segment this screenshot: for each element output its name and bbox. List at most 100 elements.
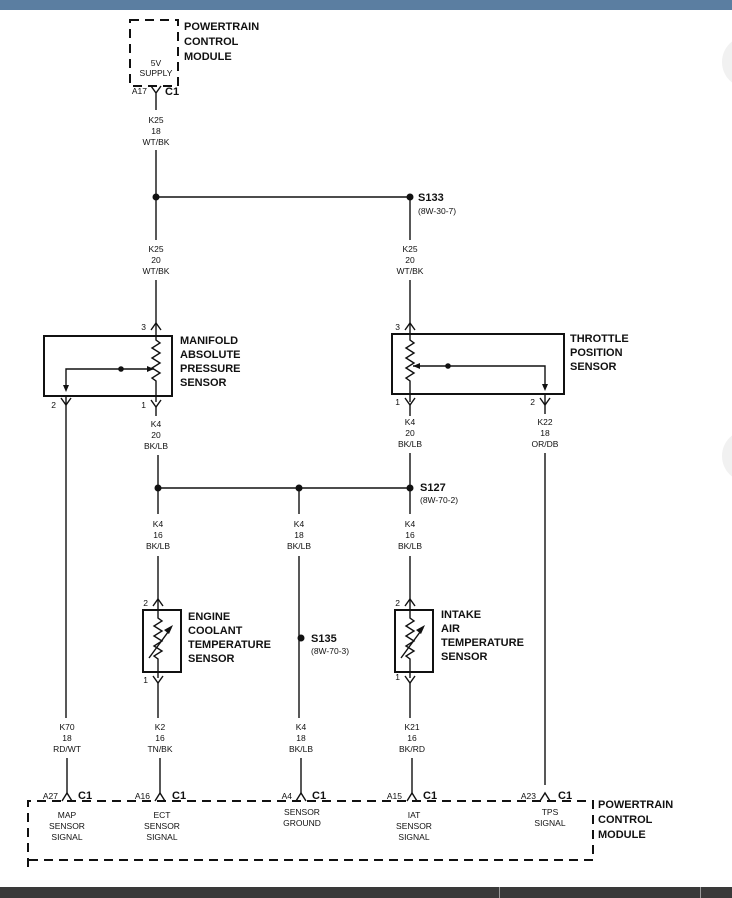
svg-text:K4: K4: [405, 519, 416, 529]
splice-s135-ref: (8W-70-3): [311, 646, 349, 656]
wire-label-k4-pcm: K4 18 BK/LB: [289, 722, 313, 754]
svg-text:BK/LB: BK/LB: [146, 541, 170, 551]
svg-text:SIGNAL: SIGNAL: [534, 818, 565, 828]
splice-s127-ref: (8W-70-2): [420, 495, 458, 505]
iat-sensor: 2 INTAKE AIR TEMPERATURE SENSOR 1: [394, 597, 524, 685]
wire-label-k4-mid: K4 18 BK/LB: [287, 519, 311, 551]
window-top-bar: [0, 0, 732, 10]
svg-text:18: 18: [294, 530, 304, 540]
svg-text:16: 16: [153, 530, 163, 540]
svg-text:ECT: ECT: [154, 810, 171, 820]
svg-text:18: 18: [62, 733, 72, 743]
svg-text:A4: A4: [282, 791, 293, 801]
wire-label-k21: K21 16 BK/RD: [399, 722, 425, 754]
svg-text:TN/BK: TN/BK: [147, 744, 172, 754]
svg-text:WT/BK: WT/BK: [143, 137, 170, 147]
connector-symbol: [150, 85, 162, 100]
junction-dot: [445, 363, 451, 369]
svg-text:18: 18: [296, 733, 306, 743]
svg-text:C1: C1: [558, 790, 572, 802]
wire-label-k70: K70 18 RD/WT: [53, 722, 81, 754]
connector-symbol: [539, 394, 551, 407]
wiper-arrowhead: [413, 363, 420, 369]
thermistor-arrowhead: [164, 625, 173, 634]
svg-text:18: 18: [540, 428, 550, 438]
tps-sensor-name-line: POSITION: [570, 347, 623, 359]
pcm-bottom-title-line: POWERTRAIN: [598, 799, 673, 811]
pcm-pin-a23: A23 C1 TPS SIGNAL: [521, 790, 572, 828]
svg-text:C1: C1: [312, 790, 326, 802]
svg-text:WT/BK: WT/BK: [397, 266, 424, 276]
svg-text:SIGNAL: SIGNAL: [51, 832, 82, 842]
iat-pin-1: 1: [395, 672, 400, 682]
wire-label-k4-ect: K4 16 BK/LB: [146, 519, 170, 551]
svg-text:BK/LB: BK/LB: [144, 441, 168, 451]
svg-text:20: 20: [151, 255, 161, 265]
svg-text:K25: K25: [148, 244, 163, 254]
svg-text:16: 16: [405, 530, 415, 540]
svg-text:GROUND: GROUND: [283, 818, 321, 828]
svg-text:K2: K2: [155, 722, 166, 732]
svg-text:K25: K25: [148, 115, 163, 125]
svg-text:20: 20: [405, 255, 415, 265]
svg-text:SENSOR: SENSOR: [144, 821, 180, 831]
pcm-bottom-title-line: MODULE: [598, 829, 646, 841]
svg-text:SENSOR: SENSOR: [284, 807, 320, 817]
pcm-bottom: A27 C1 MAP SENSOR SIGNAL A16 C1 ECT SENS…: [27, 790, 673, 867]
splice-s135-dot: [297, 634, 305, 642]
svg-text:K4: K4: [296, 722, 307, 732]
svg-text:RD/WT: RD/WT: [53, 744, 81, 754]
page-artifact: [722, 435, 732, 477]
connector-symbol: [539, 791, 551, 802]
wiper-arrow: [413, 365, 546, 388]
ect-sensor-name-line: SENSOR: [188, 653, 235, 665]
wire-label-k4-map: K4 20 BK/LB: [144, 419, 168, 451]
pcm-top-pin-label: 5V: [151, 58, 162, 68]
thermistor-slash: [400, 627, 424, 659]
pcm-top-title-line: POWERTRAIN: [184, 21, 259, 33]
svg-text:IAT: IAT: [408, 810, 421, 820]
connector-symbol: [295, 791, 307, 802]
pcm-top-pin-label: SUPPLY: [140, 68, 173, 78]
map-sensor-name-line: MANIFOLD: [180, 335, 238, 347]
pcm-pin-a4: A4 C1 SENSOR GROUND: [282, 790, 326, 828]
map-pin-1: 1: [141, 400, 146, 410]
map-pin-2: 2: [51, 400, 56, 410]
thermistor-symbol: [404, 606, 416, 678]
svg-text:TPS: TPS: [542, 807, 559, 817]
map-sensor: 3 MANIFOLD ABSOLUTE PRESSURE SENSOR 2 1: [43, 321, 241, 410]
ect-pin-2: 2: [143, 598, 148, 608]
svg-text:SIGNAL: SIGNAL: [398, 832, 429, 842]
svg-text:K4: K4: [405, 417, 416, 427]
wire-label-k25-tps: K25 20 WT/BK: [397, 244, 424, 276]
connector-symbol: [150, 321, 162, 331]
svg-text:K4: K4: [151, 419, 162, 429]
svg-text:20: 20: [151, 430, 161, 440]
wire-label-k2: K2 16 TN/BK: [147, 722, 172, 754]
wire-label-k25-map: K25 20 WT/BK: [143, 244, 170, 276]
ect-pin-1: 1: [143, 675, 148, 685]
svg-text:SIGNAL: SIGNAL: [146, 832, 177, 842]
pcm-bottom-title-line: CONTROL: [598, 814, 653, 826]
svg-text:C1: C1: [172, 790, 186, 802]
ect-sensor-name-line: TEMPERATURE: [188, 639, 271, 651]
wiper-arrow: [65, 368, 154, 389]
svg-text:MAP: MAP: [58, 810, 77, 820]
iat-pin-2: 2: [395, 598, 400, 608]
iat-sensor-name-line: AIR: [441, 623, 460, 635]
svg-text:K22: K22: [537, 417, 552, 427]
pcm-top: POWERTRAIN CONTROL MODULE 5V SUPPLY A17 …: [129, 19, 259, 100]
svg-text:SENSOR: SENSOR: [49, 821, 85, 831]
svg-text:K25: K25: [402, 244, 417, 254]
connector-symbol: [60, 396, 72, 407]
resistor-symbol: [150, 330, 162, 402]
pcm-top-connector: C1: [165, 86, 179, 98]
junction-dot: [118, 366, 124, 372]
svg-text:BK/LB: BK/LB: [398, 541, 422, 551]
svg-text:BK/LB: BK/LB: [398, 439, 422, 449]
svg-text:SENSOR: SENSOR: [396, 821, 432, 831]
ect-sensor-name-line: COOLANT: [188, 625, 243, 637]
window-bottom-bar: [0, 887, 732, 898]
splice-s135-id: S135: [311, 633, 337, 645]
